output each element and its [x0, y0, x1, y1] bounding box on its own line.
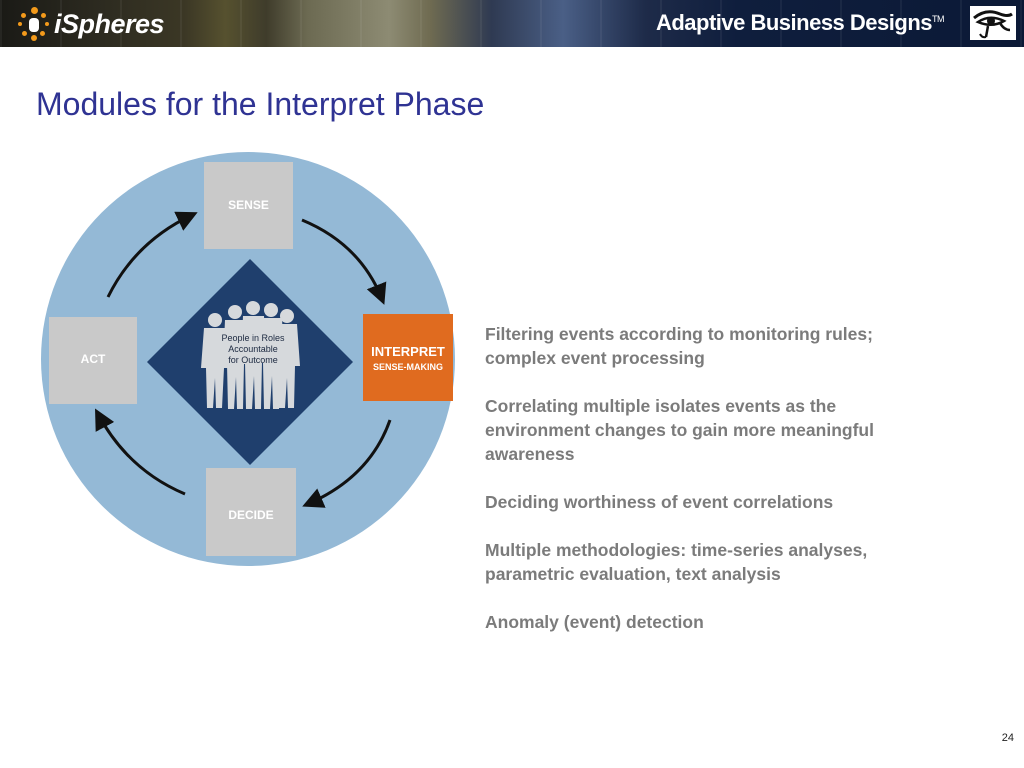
eye-of-horus-icon: [970, 6, 1016, 40]
list-item: Anomaly (event) detection: [485, 612, 704, 632]
arrow-act-to-sense: [106, 211, 198, 298]
people-silhouettes-icon: [201, 301, 300, 409]
arrow-interpret-to-decide: [302, 419, 392, 508]
trademark-mark: TM: [932, 14, 945, 24]
page-title: Modules for the Interpret Phase: [36, 86, 485, 122]
arrow-sense-to-interpret: [301, 218, 387, 305]
center-caption-line3: for Outcome: [228, 355, 278, 365]
center-caption-line1: People in Roles: [221, 333, 285, 343]
sense-box: SENSE: [204, 162, 293, 249]
interpret-label: INTERPRET: [371, 343, 445, 359]
decide-box: DECIDE: [206, 468, 296, 556]
list-item: Deciding worthiness of event correlation…: [485, 492, 834, 512]
brand-text: Adaptive Business Designs: [655, 10, 933, 35]
act-box: ACT: [49, 317, 137, 404]
sense-making-label: SENSE-MAKING: [372, 361, 443, 372]
decide-label: DECIDE: [228, 508, 274, 522]
list-item: Correlating multiple isolates events as …: [485, 396, 874, 464]
center-caption-line2: Accountable: [228, 344, 278, 354]
arrow-decide-to-act: [95, 408, 186, 496]
sense-label: SENSE: [228, 198, 269, 212]
center-caption: People in Roles Accountable for Outcome: [210, 333, 296, 366]
sense-interpret-decide-act-cycle: People in Roles Accountable for Outcome …: [40, 152, 460, 572]
ispheres-logo: iSpheres: [18, 6, 165, 42]
spheres-dots-icon: [18, 7, 50, 41]
logo-text: iSpheres: [54, 8, 165, 39]
interpret-box: INTERPRET SENSE-MAKING: [363, 314, 453, 401]
phase-description-list: Filtering events according to monitoring…: [485, 322, 885, 658]
list-item: Multiple methodologies: time-series anal…: [485, 540, 868, 584]
cycle-graphic: [41, 152, 455, 566]
list-item: Filtering events according to monitoring…: [485, 324, 873, 368]
page-number: 24: [1001, 732, 1014, 744]
act-label: ACT: [80, 351, 106, 366]
header-banner: iSpheres Adaptive Business DesignsTM: [0, 0, 1024, 47]
banner-texture: [0, 0, 1024, 47]
brand-name: Adaptive Business DesignsTM: [655, 10, 945, 36]
